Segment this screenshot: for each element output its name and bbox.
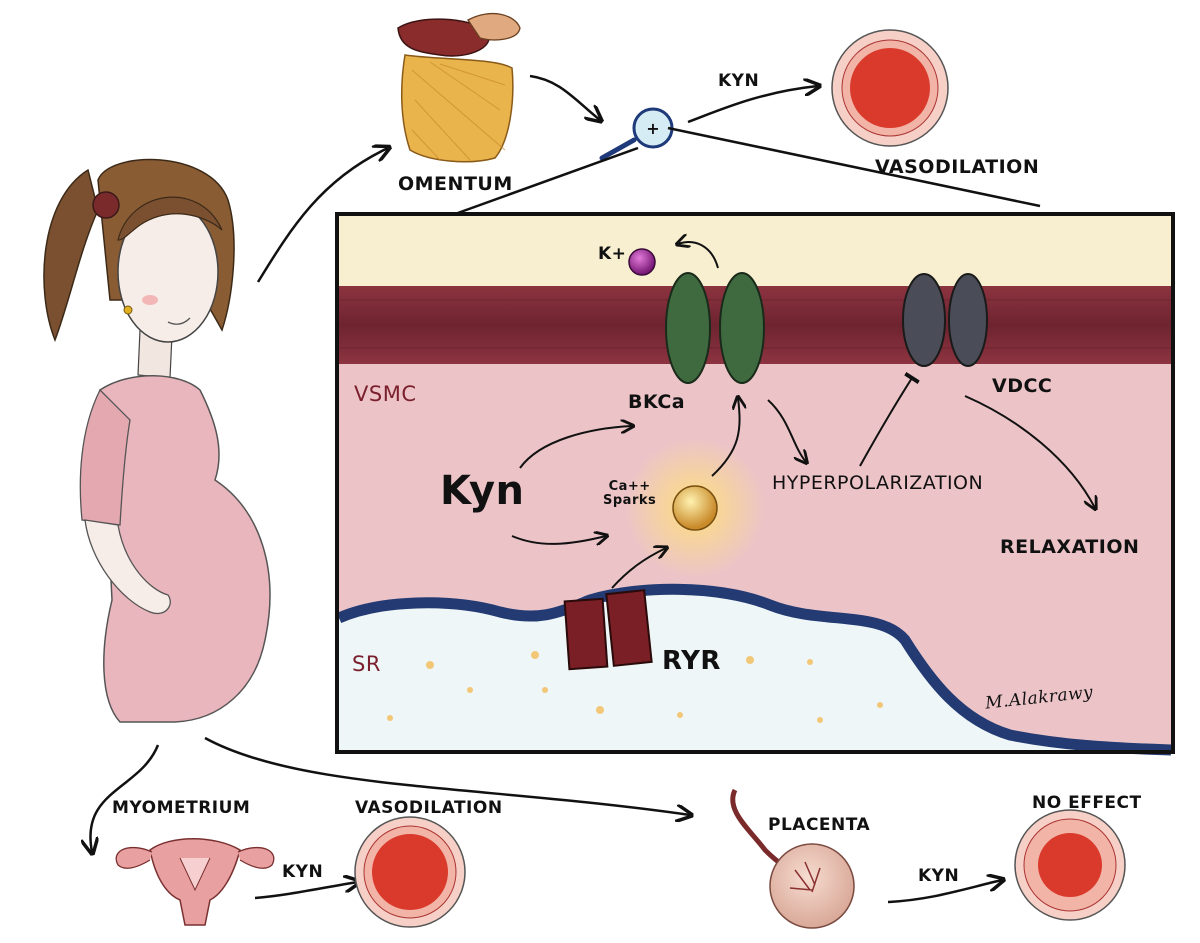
- vessel-vasodilation-top: [831, 29, 949, 147]
- ryr-label: RYR: [662, 646, 721, 676]
- ryr-channel: [563, 589, 653, 671]
- ca-sparks-label: Ca++ Sparks: [603, 480, 656, 508]
- magnifier-icon: +: [599, 107, 674, 161]
- omentum-label: OMENTUM: [398, 173, 513, 195]
- vsmc-zoom-panel: [335, 212, 1175, 756]
- bkca-label: BKCa: [628, 391, 686, 413]
- vasodilation-top-label: VASODILATION: [875, 156, 1040, 178]
- myometrium-label: MYOMETRIUM: [112, 798, 251, 818]
- vdcc-label: VDCC: [992, 375, 1053, 397]
- relaxation-label: RELAXATION: [1000, 536, 1140, 558]
- vsmc-label: VSMC: [354, 382, 417, 406]
- svg-text:+: +: [646, 119, 659, 138]
- kyn-main-label: Kyn: [440, 468, 525, 514]
- vasodilation-bottom-label: VASODILATION: [355, 798, 503, 818]
- kyn-bottom-left-label: KYN: [282, 862, 324, 882]
- omentum-illustration: [397, 12, 521, 163]
- ca-sparks-line2: Sparks: [603, 493, 657, 508]
- vdcc-channel: [902, 273, 988, 367]
- placenta-label: PLACENTA: [768, 815, 871, 835]
- placenta-illustration: [730, 788, 855, 929]
- hyperpolarization-label: HYPERPOLARIZATION: [772, 472, 984, 494]
- vessel-vasodilation-bottom: [354, 816, 466, 928]
- sr-label: SR: [352, 652, 381, 676]
- uterus-illustration: [115, 838, 275, 926]
- no-effect-label: NO EFFECT: [1032, 793, 1142, 813]
- kyn-top-label: KYN: [718, 71, 760, 91]
- pregnant-woman-figure: [43, 158, 271, 723]
- bkca-channel: [665, 272, 765, 384]
- vessel-no-effect: [1014, 809, 1126, 921]
- kyn-bottom-right-label: KYN: [918, 866, 960, 886]
- ca-sparks-line1: Ca++: [608, 479, 651, 494]
- k-plus-label: K+: [598, 244, 627, 264]
